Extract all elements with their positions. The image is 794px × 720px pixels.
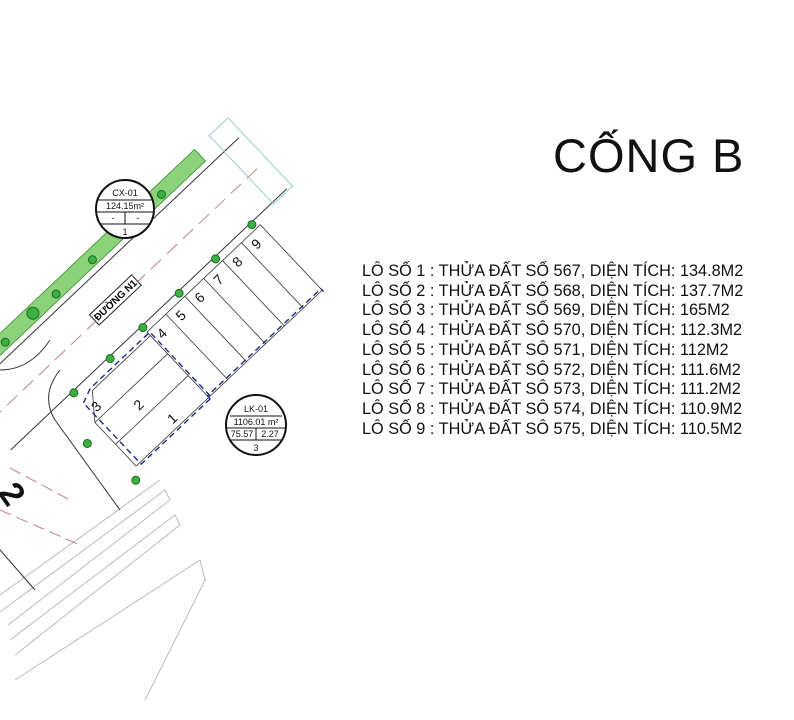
- left-road-centerline: [0, 467, 81, 546]
- lot-entry: LÔ SỐ 5 : THỬA ĐẤT SÔ 571, DIỆN TÍCH: 11…: [362, 340, 729, 359]
- lot-number-7: 7: [210, 271, 227, 288]
- heading: CỐNG B: [553, 129, 745, 182]
- cx-code: CX-01: [112, 188, 138, 198]
- lot-entry: LÔ SỐ 9 : THỬA ĐẤT SÔ 575, DIỆN TÍCH: 11…: [362, 419, 743, 438]
- lot-entry: LÔ SỐ 7 : THỬA ĐẤT SÔ 573, DIỆN TÍCH: 11…: [362, 380, 741, 399]
- lk-floors: 3: [253, 443, 258, 453]
- lk-code: LK-01: [244, 404, 268, 414]
- lot-entry: LÔ SỐ 4 : THỬA ĐẤT SÔ 570, DIỆN TÍCH: 11…: [362, 321, 743, 340]
- bridge: [208, 117, 294, 205]
- lot-boundary: [82, 287, 325, 466]
- cx-right: -: [137, 213, 140, 223]
- lk-badge: LK-01 1106.01 m² 75.57 2.27 3: [225, 394, 287, 456]
- lot-number-3: 3: [88, 398, 105, 415]
- lk-left: 75.57: [231, 429, 254, 439]
- lot-entry: LÔ SỐ 6 : THỬA ĐẤT SÔ 572, DIỆN TÍCH: 11…: [362, 360, 741, 379]
- lower-road: [0, 479, 206, 701]
- lot-entry: LÔ SỐ 1 : THỬA ĐẤT SỐ 567, DIỆN TÍCH: 13…: [362, 262, 744, 280]
- lot-entry: LÔ SỐ 2 : THỬA ĐẤT SỐ 568, DIỆN TÍCH: 13…: [362, 281, 744, 300]
- cx-left: -: [112, 213, 115, 223]
- road-label: ĐƯỜNG N1: [91, 276, 140, 323]
- cx-badge: CX-01 124.15m² - - 1: [95, 179, 155, 239]
- cx-area: 124.15m²: [106, 201, 144, 211]
- lot-number-2: 2: [130, 396, 147, 413]
- lot-entry: LÔ SỐ 8 : THỬA ĐẤT SÔ 574, DIỆN TÍCH: 11…: [362, 399, 743, 418]
- lot-number-1: 1: [164, 410, 181, 427]
- left-road-edges: [0, 339, 121, 591]
- road-label-box: [88, 274, 142, 326]
- lots-list: LÔ SỐ 1 : THỬA ĐẤT SỐ 567, DIỆN TÍCH: 13…: [362, 262, 743, 439]
- lot-entry: LÔ SỐ 3 : THỬA ĐẤT SỐ 569, DIỆN TÍCH: 16…: [362, 301, 730, 320]
- lot-lines: [91, 224, 323, 467]
- lk-right: 2.27: [261, 429, 279, 439]
- cx-floors: 1: [122, 227, 127, 237]
- block-number: 2: [0, 476, 33, 513]
- road-edge: [10, 188, 288, 451]
- lot-number-6: 6: [191, 289, 208, 306]
- lk-area: 1106.01 m²: [234, 417, 279, 427]
- road-edge: [0, 137, 240, 434]
- lot-number-9: 9: [248, 235, 265, 252]
- lot-number-5: 5: [172, 307, 189, 324]
- lot-number-4: 4: [153, 325, 170, 342]
- lot-number-8: 8: [229, 253, 246, 270]
